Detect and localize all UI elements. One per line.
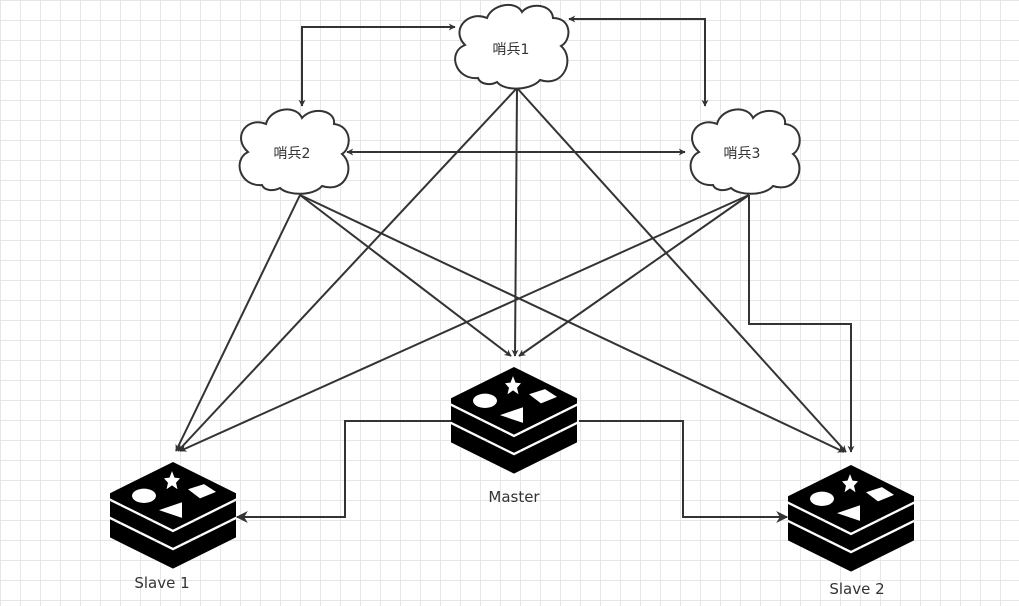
slave-2-node: Slave 2 <box>788 465 914 598</box>
redis-icon <box>451 367 577 474</box>
master-label: Master <box>488 488 540 506</box>
sentinel-3-node: 哨兵3 <box>689 108 801 195</box>
edge-s1-slave2 <box>516 87 847 453</box>
slave-1-node: Slave 1 <box>110 462 236 592</box>
cloud-icon <box>454 3 570 90</box>
redis-icon <box>110 462 236 569</box>
slave-1-label: Slave 1 <box>134 574 189 592</box>
edge-s2-slave1 <box>175 194 301 452</box>
edge-s3-slave1 <box>179 194 750 452</box>
sentinel-1-node: 哨兵1 <box>454 3 570 90</box>
redis-icon <box>788 465 914 572</box>
sentinel-3-label: 哨兵3 <box>724 146 761 162</box>
master-node: Master <box>451 367 577 506</box>
cloud-icon <box>238 108 350 195</box>
edge-master-slave1 <box>235 420 451 523</box>
edge-s1-s3 <box>568 15 709 107</box>
edge-s3-slave2 <box>748 195 855 453</box>
edge-s1-master <box>511 87 519 357</box>
sentinel-1-label: 哨兵1 <box>493 42 530 58</box>
edge-s2-master <box>299 194 512 357</box>
edge-s2-slave2 <box>299 194 845 453</box>
edge-s1-slave1 <box>177 87 518 452</box>
slave-2-label: Slave 2 <box>829 580 884 598</box>
cloud-icon <box>689 108 801 195</box>
edge-master-slave2 <box>579 420 789 523</box>
edge-s1-s2 <box>298 23 456 107</box>
edge-s3-master <box>518 194 750 357</box>
sentinel-2-label: 哨兵2 <box>274 146 311 162</box>
sentinel-2-node: 哨兵2 <box>238 108 350 195</box>
